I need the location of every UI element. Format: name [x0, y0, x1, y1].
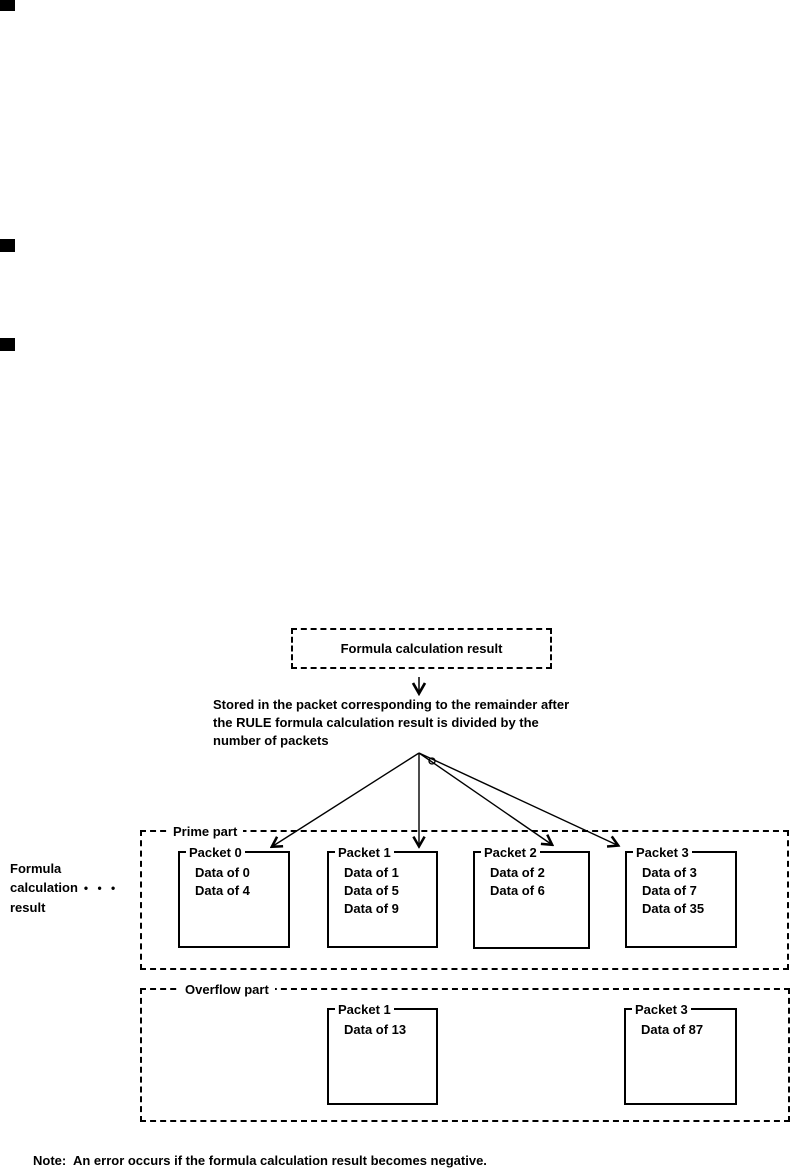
prime-packet-1-title: Packet 1 — [335, 845, 394, 860]
stored-line-2: the RULE formula calculation result is d… — [213, 715, 539, 730]
connector-dots: • • • — [83, 881, 119, 895]
packet-item: Data of 1 — [344, 865, 399, 880]
section-marker-3 — [0, 338, 15, 351]
prime-packet-0-title: Packet 0 — [186, 845, 245, 860]
overflow-packet-1: Packet 1 Data of 13 — [327, 1002, 438, 1105]
overflow-packet-1-title: Packet 1 — [335, 1002, 394, 1017]
packet-item: Data of 6 — [490, 883, 545, 898]
packet-item: Data of 4 — [195, 883, 250, 898]
formula-result-box: Formula calculation result — [291, 628, 552, 669]
line-crossing-loop — [428, 757, 436, 765]
overflow-packet-1-items: Data of 13 — [344, 1021, 436, 1039]
overflow-part-label: Overflow part — [179, 982, 275, 997]
footnote: Note: An error occurs if the formula cal… — [33, 1153, 487, 1168]
prime-part-label: Prime part — [167, 824, 244, 839]
prime-packet-3: Packet 3 Data of 3 Data of 7 Data of 35 — [625, 845, 737, 948]
packet-item: Data of 13 — [344, 1022, 407, 1037]
stored-description: Stored in the packet corresponding to th… — [213, 696, 569, 750]
side-label-line-2: calculation • • • — [10, 878, 118, 898]
prime-packet-0: Packet 0 Data of 0 Data of 4 — [178, 845, 290, 948]
overflow-packet-3-title: Packet 3 — [632, 1002, 691, 1017]
packet-item: Data of 7 — [642, 883, 697, 898]
prime-packet-1: Packet 1 Data of 1 Data of 5 Data of 9 — [327, 845, 438, 948]
side-label-line-1: Formula — [10, 861, 62, 876]
prime-packet-2: Packet 2 Data of 2 Data of 6 — [473, 845, 590, 949]
packet-item: Data of 5 — [344, 883, 399, 898]
stored-line-3: number of packets — [213, 733, 329, 748]
prime-packet-2-title: Packet 2 — [481, 845, 540, 860]
overflow-part-box: Overflow part — [140, 982, 790, 1122]
prime-packet-3-title: Packet 3 — [633, 845, 692, 860]
prime-packet-3-items: Data of 3 Data of 7 Data of 35 — [642, 864, 735, 918]
prime-packet-1-items: Data of 1 Data of 5 Data of 9 — [344, 864, 436, 918]
packet-item: Data of 9 — [344, 901, 399, 916]
side-label-line-3: result — [10, 900, 46, 915]
packet-item: Data of 2 — [490, 865, 545, 880]
overflow-packet-3-items: Data of 87 — [641, 1021, 735, 1039]
section-marker-2 — [0, 239, 15, 252]
packet-item: Data of 35 — [642, 901, 705, 916]
packet-item: Data of 3 — [642, 865, 697, 880]
side-label-word: calculation — [10, 880, 78, 895]
packet-item: Data of 0 — [195, 865, 250, 880]
section-marker-1 — [0, 0, 15, 11]
overflow-packet-3: Packet 3 Data of 87 — [624, 1002, 737, 1105]
prime-packet-0-items: Data of 0 Data of 4 — [195, 864, 288, 900]
packet-item: Data of 87 — [641, 1022, 704, 1037]
formula-result-side-label: Formula calculation • • • result — [10, 859, 118, 917]
formula-result-label: Formula calculation result — [340, 641, 503, 656]
stored-line-1: Stored in the packet corresponding to th… — [213, 697, 570, 712]
prime-packet-2-items: Data of 2 Data of 6 — [490, 864, 588, 900]
